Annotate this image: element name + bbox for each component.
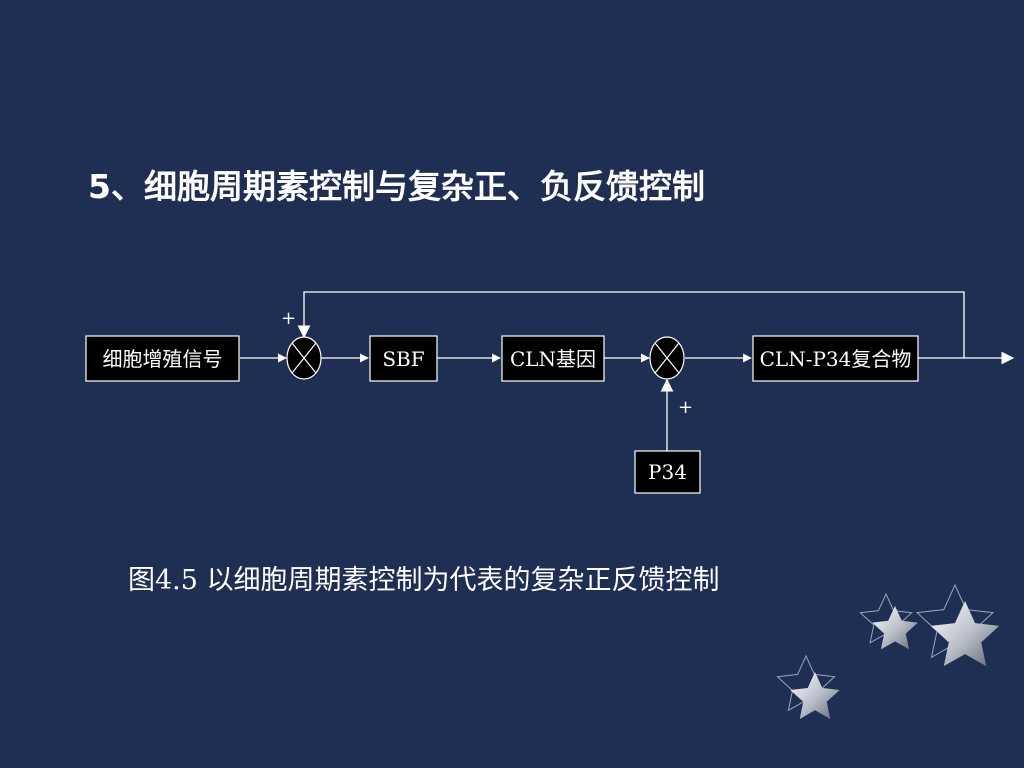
node-cln-p34-complex: CLN-P34复合物	[752, 335, 919, 382]
node-cell-proliferation-signal: 细胞增殖信号	[85, 335, 240, 382]
summing-junction-1	[286, 336, 322, 380]
node-label: P34	[648, 460, 687, 484]
node-label: 细胞增殖信号	[103, 347, 223, 371]
p34-plus-sign: +	[678, 397, 693, 418]
feedback-plus-sign: +	[281, 308, 296, 329]
star-icon	[776, 654, 840, 719]
node-cln-gene: CLN基因	[501, 335, 605, 382]
edge-feedback-loop	[297, 291, 965, 358]
node-label: CLN基因	[510, 347, 596, 371]
node-p34: P34	[634, 450, 701, 494]
summing-junction-2	[649, 336, 685, 380]
node-label: CLN-P34复合物	[760, 347, 912, 371]
figure-caption: 图4.5 以细胞周期素控制为代表的复杂正反馈控制	[128, 565, 720, 596]
star-icon	[915, 583, 1000, 667]
slide-title: 5、细胞周期素控制与复杂正、负反馈控制	[88, 167, 705, 206]
node-label: SBF	[382, 347, 424, 371]
star-icon	[859, 592, 918, 650]
node-sbf: SBF	[369, 335, 438, 382]
